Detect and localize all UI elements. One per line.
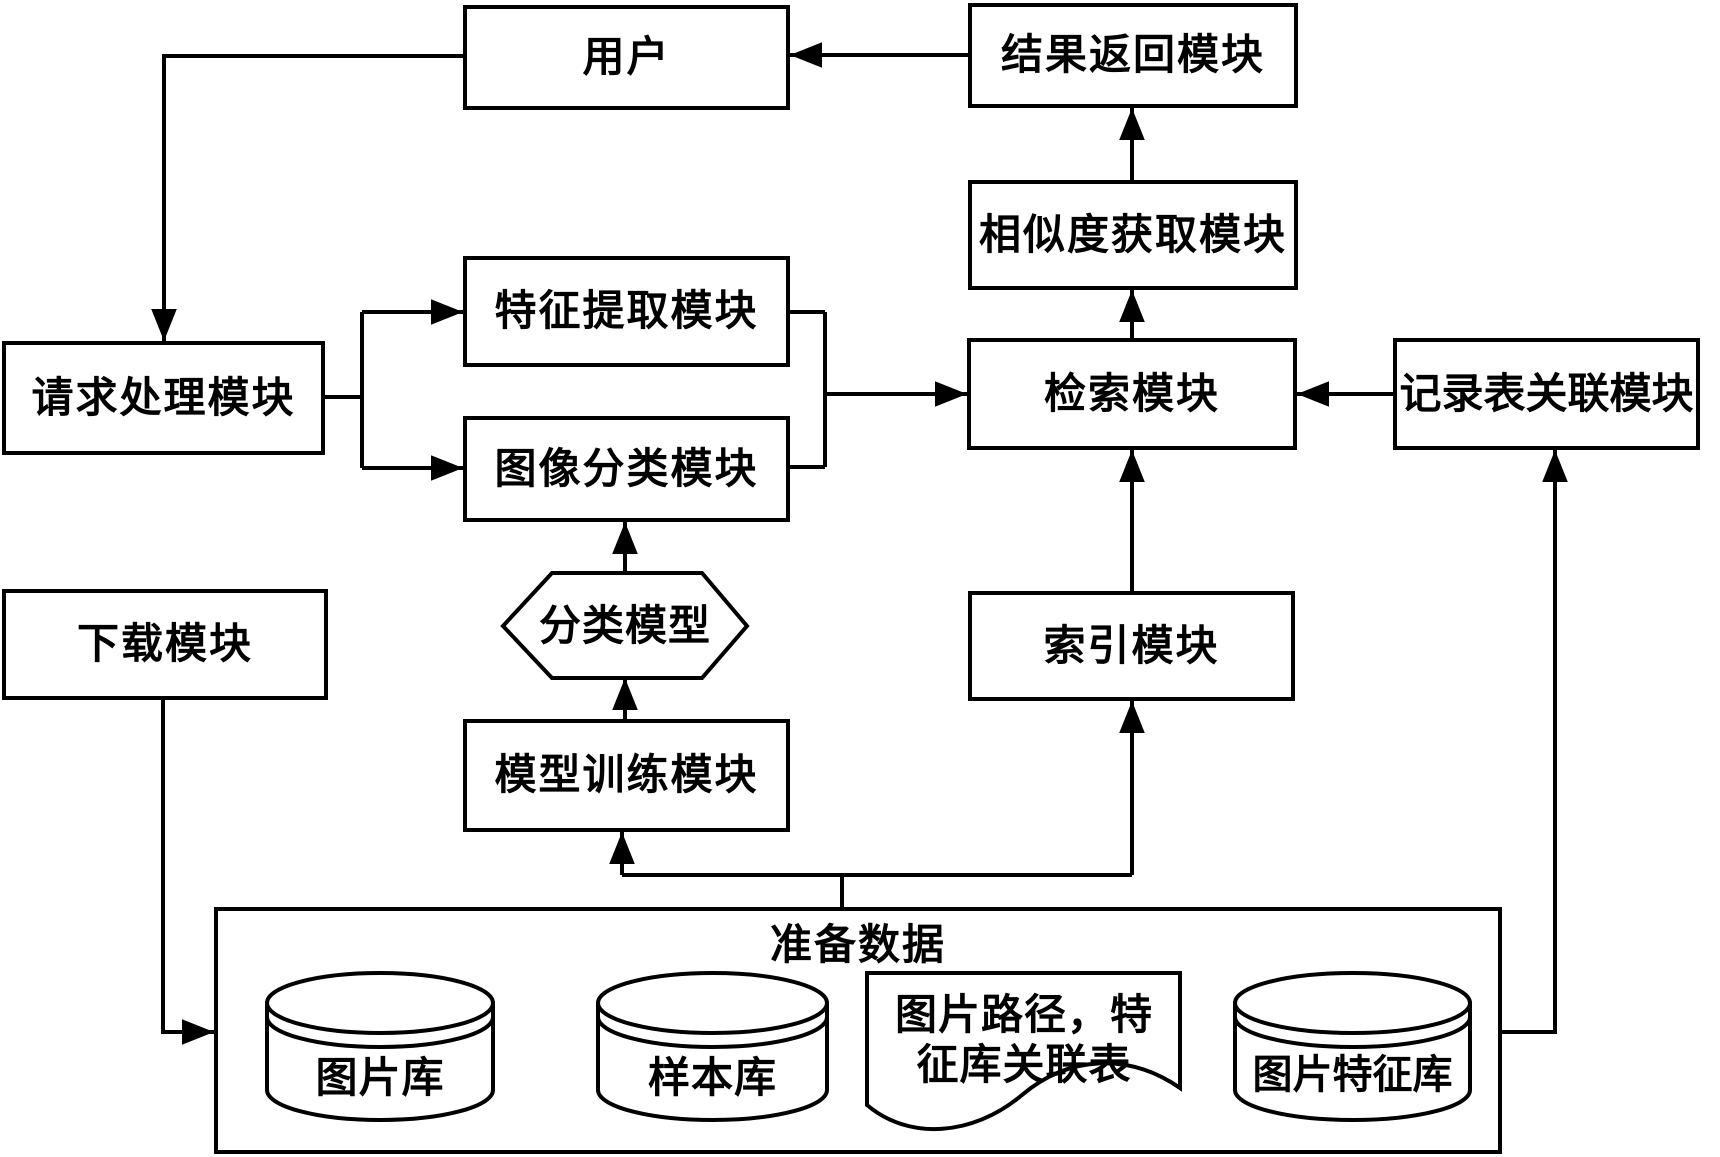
node-index: 索引模块 — [968, 591, 1295, 701]
node-similarity-fetch-label: 相似度获取模块 — [978, 210, 1287, 258]
image-library-cylinder — [265, 971, 495, 1122]
node-request-processing-label: 请求处理模块 — [31, 373, 296, 421]
arrow-container-to-record — [1502, 450, 1568, 1034]
node-image-classification: 图像分类模块 — [463, 416, 790, 522]
node-model-training-label: 模型训练模块 — [494, 751, 759, 799]
arrow-download-to-container — [161, 700, 214, 1045]
node-download: 下载模块 — [2, 589, 328, 700]
node-retrieval-label: 检索模块 — [1043, 369, 1220, 417]
arrow-user-to-request — [151, 54, 463, 341]
node-feature-extraction: 特征提取模块 — [463, 256, 790, 367]
node-result-return-label: 结果返回模块 — [1000, 31, 1265, 79]
node-user-label: 用户 — [582, 33, 671, 81]
node-download-label: 下载模块 — [76, 620, 253, 668]
classification-model-hexagon — [500, 571, 750, 680]
node-retrieval: 检索模块 — [967, 338, 1297, 450]
path-feature-table-document — [865, 971, 1182, 1131]
prepare-data-label: 准备数据 — [769, 920, 946, 968]
node-record-table-link: 记录表关联模块 — [1393, 338, 1700, 450]
node-record-table-link-label: 记录表关联模块 — [1399, 369, 1694, 417]
image-feature-library-label: 图片特征库 — [1252, 1053, 1453, 1097]
node-index-label: 索引模块 — [1043, 621, 1220, 669]
node-similarity-fetch: 相似度获取模块 — [968, 180, 1298, 290]
image-library-label: 图片库 — [315, 1053, 445, 1101]
node-model-training: 模型训练模块 — [463, 719, 790, 832]
classification-model-label: 分类模型 — [538, 601, 711, 649]
image-feature-library-cylinder — [1233, 971, 1472, 1122]
node-request-processing: 请求处理模块 — [2, 341, 325, 455]
path-feature-table-label: 图片路径，特征库关联表 — [894, 990, 1153, 1088]
sample-library-cylinder — [596, 971, 829, 1122]
node-result-return: 结果返回模块 — [968, 3, 1298, 108]
sample-library-label: 样本库 — [647, 1053, 777, 1101]
node-image-classification-label: 图像分类模块 — [494, 444, 759, 492]
node-feature-extraction-label: 特征提取模块 — [494, 287, 759, 335]
node-user: 用户 — [463, 5, 790, 110]
